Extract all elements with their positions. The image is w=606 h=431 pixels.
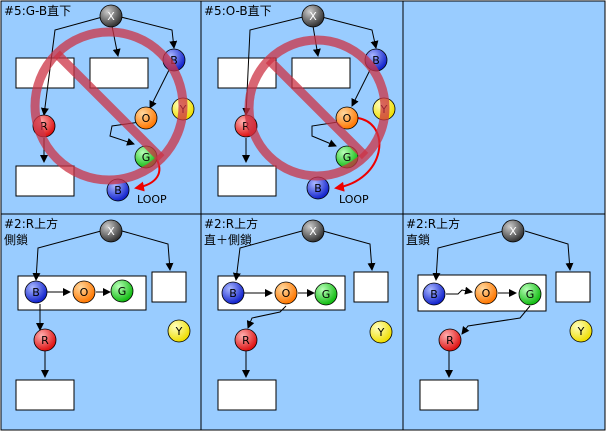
node-x [99,4,123,28]
node-y [569,319,593,343]
panel-2-edge-x-b [317,15,379,49]
node-y [369,320,393,344]
panel-2-loop-arrow [334,117,381,192]
node-g [518,282,542,306]
node-g-letter: G [142,151,151,164]
node-y-letter: Y [175,325,183,338]
panel-6-edge-g-r [461,305,531,335]
panel-6-edge-x-box [524,230,574,271]
node-y-letter: Y [577,325,585,338]
node-y-letter: Y [377,326,385,339]
node-r-letter: R [242,120,250,133]
node-x-letter: X [309,10,317,23]
node-x-letter: X [309,225,317,238]
node-r [234,328,258,352]
node-b-letter: B [372,54,380,67]
node-o [335,106,359,130]
node-g [110,279,134,303]
panel-4-edge-x-box [121,230,174,271]
node-o [474,281,498,305]
node-o-letter: O [142,112,151,125]
node-b-letter: B [114,184,122,197]
node-g [314,282,338,306]
node-o-letter: O [343,112,352,125]
node-x-letter: X [107,10,115,23]
node-x [99,219,123,243]
panel-1-box-bottom [15,165,75,197]
node-r-letter: R [40,120,48,133]
panel-6-box-right [555,271,591,303]
panel-4-box-bottom [15,379,75,411]
panel-1-edge-x-b [116,15,178,49]
panel-2-forbidden-slash [265,56,369,160]
node-b-letter: B [170,54,178,67]
panel-5-edge-o-r [246,305,287,329]
panel-5-edge-x-box [322,230,376,271]
node-g-letter: G [526,288,535,301]
node-b-letter: B [314,182,322,195]
node-r [438,328,462,352]
panel-1-forbidden-ring [30,27,188,185]
node-b [24,280,48,304]
node-g-letter: G [118,285,127,298]
panel-6-edge-x-b [432,230,505,281]
panel-2-edge-o-g [311,121,339,147]
panel-2-forbidden-ring [244,35,390,181]
panel-1-forbidden-slash [53,50,165,162]
node-r-letter: R [446,334,454,347]
node-g-letter: G [322,288,331,301]
node-b-letter: B [32,286,40,299]
panel-1-edge-x-r [40,15,107,116]
node-x-letter: X [107,225,115,238]
node-x [301,4,325,28]
node-o-letter: O [80,286,89,299]
panel-2-box-bottom [217,165,277,197]
panel-5-box-right [353,271,389,303]
panel-3 [402,0,606,215]
node-r [33,328,57,352]
node-o [72,280,96,304]
panel-6-box-bottom [419,379,479,411]
panel-1-box-mid [89,57,149,89]
panel-4-edge-x-b [32,230,102,281]
node-r-letter: R [41,334,49,347]
node-r-letter: R [242,334,250,347]
node-x [301,219,325,243]
node-b [221,281,245,305]
node-o-letter: O [282,287,291,300]
node-y [167,319,191,343]
node-b-letter: B [430,288,438,301]
panel-5-edge-x-b [232,230,303,281]
panel-2-edge-b-o [351,69,371,107]
panel-2-box-mid [291,57,351,89]
node-o [274,281,298,305]
panel-5-box-bottom [217,379,277,411]
node-b [422,282,446,306]
panel-6-edge-b-o [446,286,473,295]
panel-1-edge-b-o [149,67,171,109]
panel-4-box-right [151,271,187,303]
node-o [134,106,158,130]
node-x-letter: X [509,225,517,238]
node-x [501,219,525,243]
node-b-letter: B [229,287,237,300]
node-o-letter: O [482,287,491,300]
node-g-letter: G [343,151,352,164]
panel-2-edge-x-r [242,15,308,116]
